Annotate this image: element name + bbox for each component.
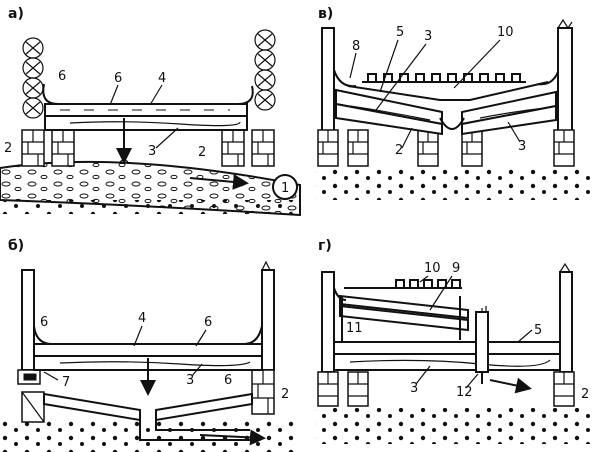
panel-g-label: г) [318,238,332,254]
wall-left [321,27,335,137]
callout-2: 2 [198,145,206,160]
callout-6: 6 [224,373,232,388]
water-flow-arrow [199,429,266,446]
brick-pier [317,129,575,167]
callout-4: 4 [138,311,146,326]
callout-10: 10 [424,261,441,276]
callout-8: 8 [352,39,360,54]
drain-tray-left [43,392,141,422]
callout-5: 5 [534,323,542,338]
water-flow-arrow [489,377,532,394]
panel-g: г) [315,238,595,444]
callout-2: 2 [581,387,589,402]
callout-3: 3 [148,144,156,159]
floor-joist [44,115,248,131]
drain-tray-right [155,392,253,422]
brick-pier [317,371,575,407]
callout-11: 11 [346,321,363,336]
skirting-right [237,85,254,105]
grate-slats [344,279,462,289]
log-wall-right [254,29,276,111]
panel-a: а) [0,6,301,217]
callout-4: 4 [158,71,166,86]
skirting-left [42,83,59,105]
wall-right [261,269,275,371]
ground-soil [0,200,300,214]
drain-pipe [475,311,489,373]
callout-3: 3 [410,381,418,396]
callout-6: 6 [204,315,212,330]
callout-7: 7 [62,375,70,390]
ground-soil [315,408,595,444]
callout-3: 3 [424,29,432,44]
callout-1-circle [272,174,298,200]
panel-v-label: в) [318,6,333,22]
callout-6: 6 [58,69,66,84]
panel-b: б) 6 4 6 7 3 [0,238,300,452]
callout-3: 3 [518,139,526,154]
callout-6: 6 [40,315,48,330]
wall-right [557,27,573,137]
wall-right [559,271,573,373]
ground-soil [315,168,595,200]
panel-a-label: а) [8,6,24,22]
panel-b-label: б) [8,238,24,254]
floor-boards [44,103,248,117]
floor-boards [333,341,561,355]
log-wall-left [22,37,44,119]
callout-3: 3 [186,373,194,388]
water-flow-arrow [189,173,249,190]
callout-1: 1 [281,181,289,196]
sloped-upper-slab [339,294,469,320]
drain-gutter [439,117,465,130]
grate-slats [362,73,526,83]
ground-soil [0,420,300,452]
callout-9: 9 [452,261,460,276]
callout-6: 6 [114,71,122,86]
floor-boards [33,343,263,357]
callout-2: 2 [4,141,12,156]
callout-12: 12 [456,385,473,400]
brick-pier [21,129,275,167]
callout-5: 5 [396,25,404,40]
grate-deck [347,81,549,101]
callout-10: 10 [497,25,514,40]
panel-v: в) [315,6,595,200]
callout-2: 2 [395,143,403,158]
wall-left [321,271,335,373]
wall-left [21,269,35,371]
callout-2: 2 [281,387,289,402]
